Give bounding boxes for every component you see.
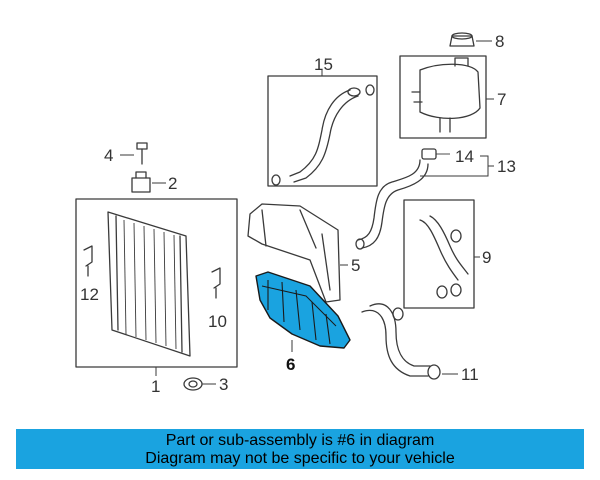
part-6-air-deflector[interactable] bbox=[255, 271, 351, 349]
part-15-upper-hose[interactable] bbox=[267, 75, 378, 187]
callout-7: 7 bbox=[497, 90, 506, 109]
callout-6: 6 bbox=[286, 355, 295, 374]
part-info-banner: Part or sub-assembly is #6 in diagram Di… bbox=[16, 429, 584, 469]
callout-13: 13 bbox=[497, 157, 516, 176]
callout-9: 9 bbox=[482, 248, 491, 267]
callout-2: 2 bbox=[168, 174, 177, 193]
part-3-grommet[interactable] bbox=[183, 377, 203, 391]
callout-12: 12 bbox=[80, 285, 99, 304]
callout-1: 1 bbox=[151, 377, 160, 396]
callout-4: 4 bbox=[104, 146, 113, 165]
part-8-reservoir-cap[interactable] bbox=[449, 32, 475, 47]
part-2-mount[interactable] bbox=[131, 171, 151, 193]
callout-14: 14 bbox=[455, 147, 474, 166]
part-14-hose-clamp[interactable] bbox=[421, 148, 450, 160]
callout-11: 11 bbox=[461, 365, 479, 384]
parts-diagram: 15 8 7 14 13 9 4 bbox=[75, 32, 516, 396]
banner-line-1: Part or sub-assembly is #6 in diagram bbox=[165, 432, 435, 449]
part-7-coolant-reservoir[interactable] bbox=[399, 55, 487, 139]
banner-line-2: Diagram may not be specific to your vehi… bbox=[145, 450, 455, 467]
callout-5: 5 bbox=[351, 256, 360, 275]
callout-8: 8 bbox=[495, 32, 504, 51]
part-9-hose[interactable] bbox=[403, 199, 475, 309]
part-5-shroud[interactable] bbox=[247, 203, 341, 303]
part-13-bleed-hose[interactable] bbox=[355, 159, 429, 250]
callout-15: 15 bbox=[314, 55, 333, 74]
part-12-clip[interactable] bbox=[83, 245, 93, 277]
callout-3: 3 bbox=[219, 375, 228, 394]
part-1-radiator[interactable] bbox=[75, 198, 238, 368]
part-4-bolt[interactable] bbox=[136, 142, 148, 165]
part-10-clip[interactable] bbox=[211, 267, 221, 299]
part-11-lower-hose[interactable] bbox=[361, 303, 441, 380]
callout-10: 10 bbox=[208, 312, 227, 331]
